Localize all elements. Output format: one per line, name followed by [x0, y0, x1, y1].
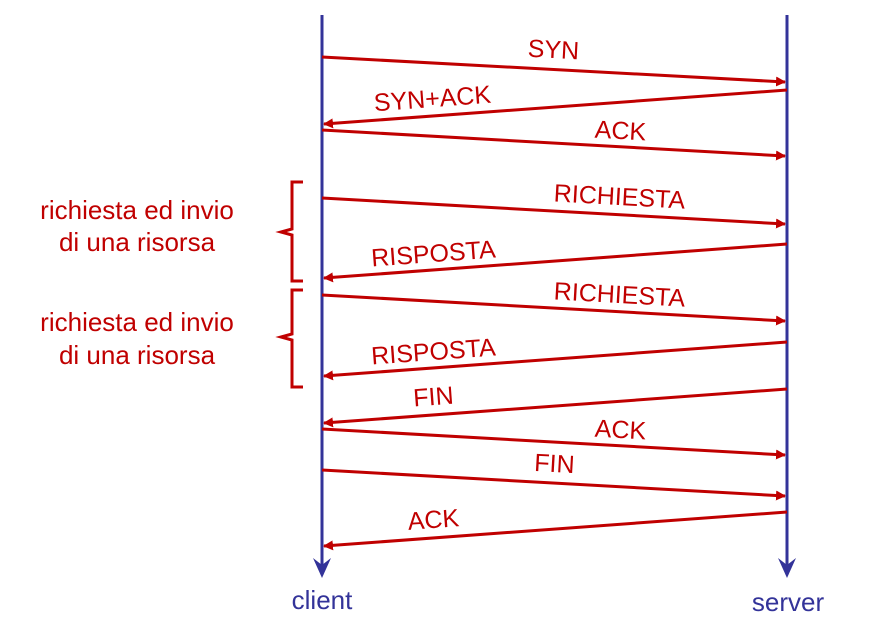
server-lifeline-arrowhead [778, 558, 796, 578]
message-arrow-fin-1 [323, 387, 788, 428]
message-arrow-risposta-2 [323, 340, 788, 381]
group-2-label-line-1: richiesta ed invio [40, 307, 234, 337]
bracket-group-1 [275, 180, 303, 283]
message-group: SYN SYN+ACK ACK RICHIESTA RISPOSTA RICHI… [321, 35, 788, 551]
message-arrow-ack-3 [323, 510, 788, 551]
bracket-group-2 [275, 288, 303, 389]
message-label-fin-2: FIN [534, 449, 576, 479]
message-label-ack-1: ACK [594, 116, 647, 147]
client-lifeline-arrowhead [313, 558, 331, 578]
message-arrow-richiesta-1 [321, 196, 786, 229]
message-arrow-fin-2 [321, 468, 786, 501]
server-label: server [752, 587, 825, 617]
client-label: client [292, 585, 353, 615]
group-1-label-line-2: di una risorsa [59, 227, 216, 257]
message-arrow-risposta-1 [323, 242, 788, 283]
message-arrow-syn [321, 55, 786, 87]
message-label-richiesta-1: RICHIESTA [553, 179, 686, 214]
message-arrow-richiesta-2 [321, 293, 786, 326]
message-arrow-ack-2 [321, 427, 786, 460]
message-label-fin-1: FIN [412, 382, 454, 413]
message-label-richiesta-2: RICHIESTA [553, 277, 686, 312]
message-label-ack-2: ACK [594, 415, 647, 446]
message-label-ack-3: ACK [407, 504, 461, 536]
message-arrow-syn-ack [323, 88, 788, 129]
group-1-label-line-1: richiesta ed invio [40, 195, 234, 225]
message-arrow-ack-1 [321, 128, 786, 161]
group-2-label-line-2: di una risorsa [59, 340, 216, 370]
message-label-syn: SYN [527, 35, 580, 66]
